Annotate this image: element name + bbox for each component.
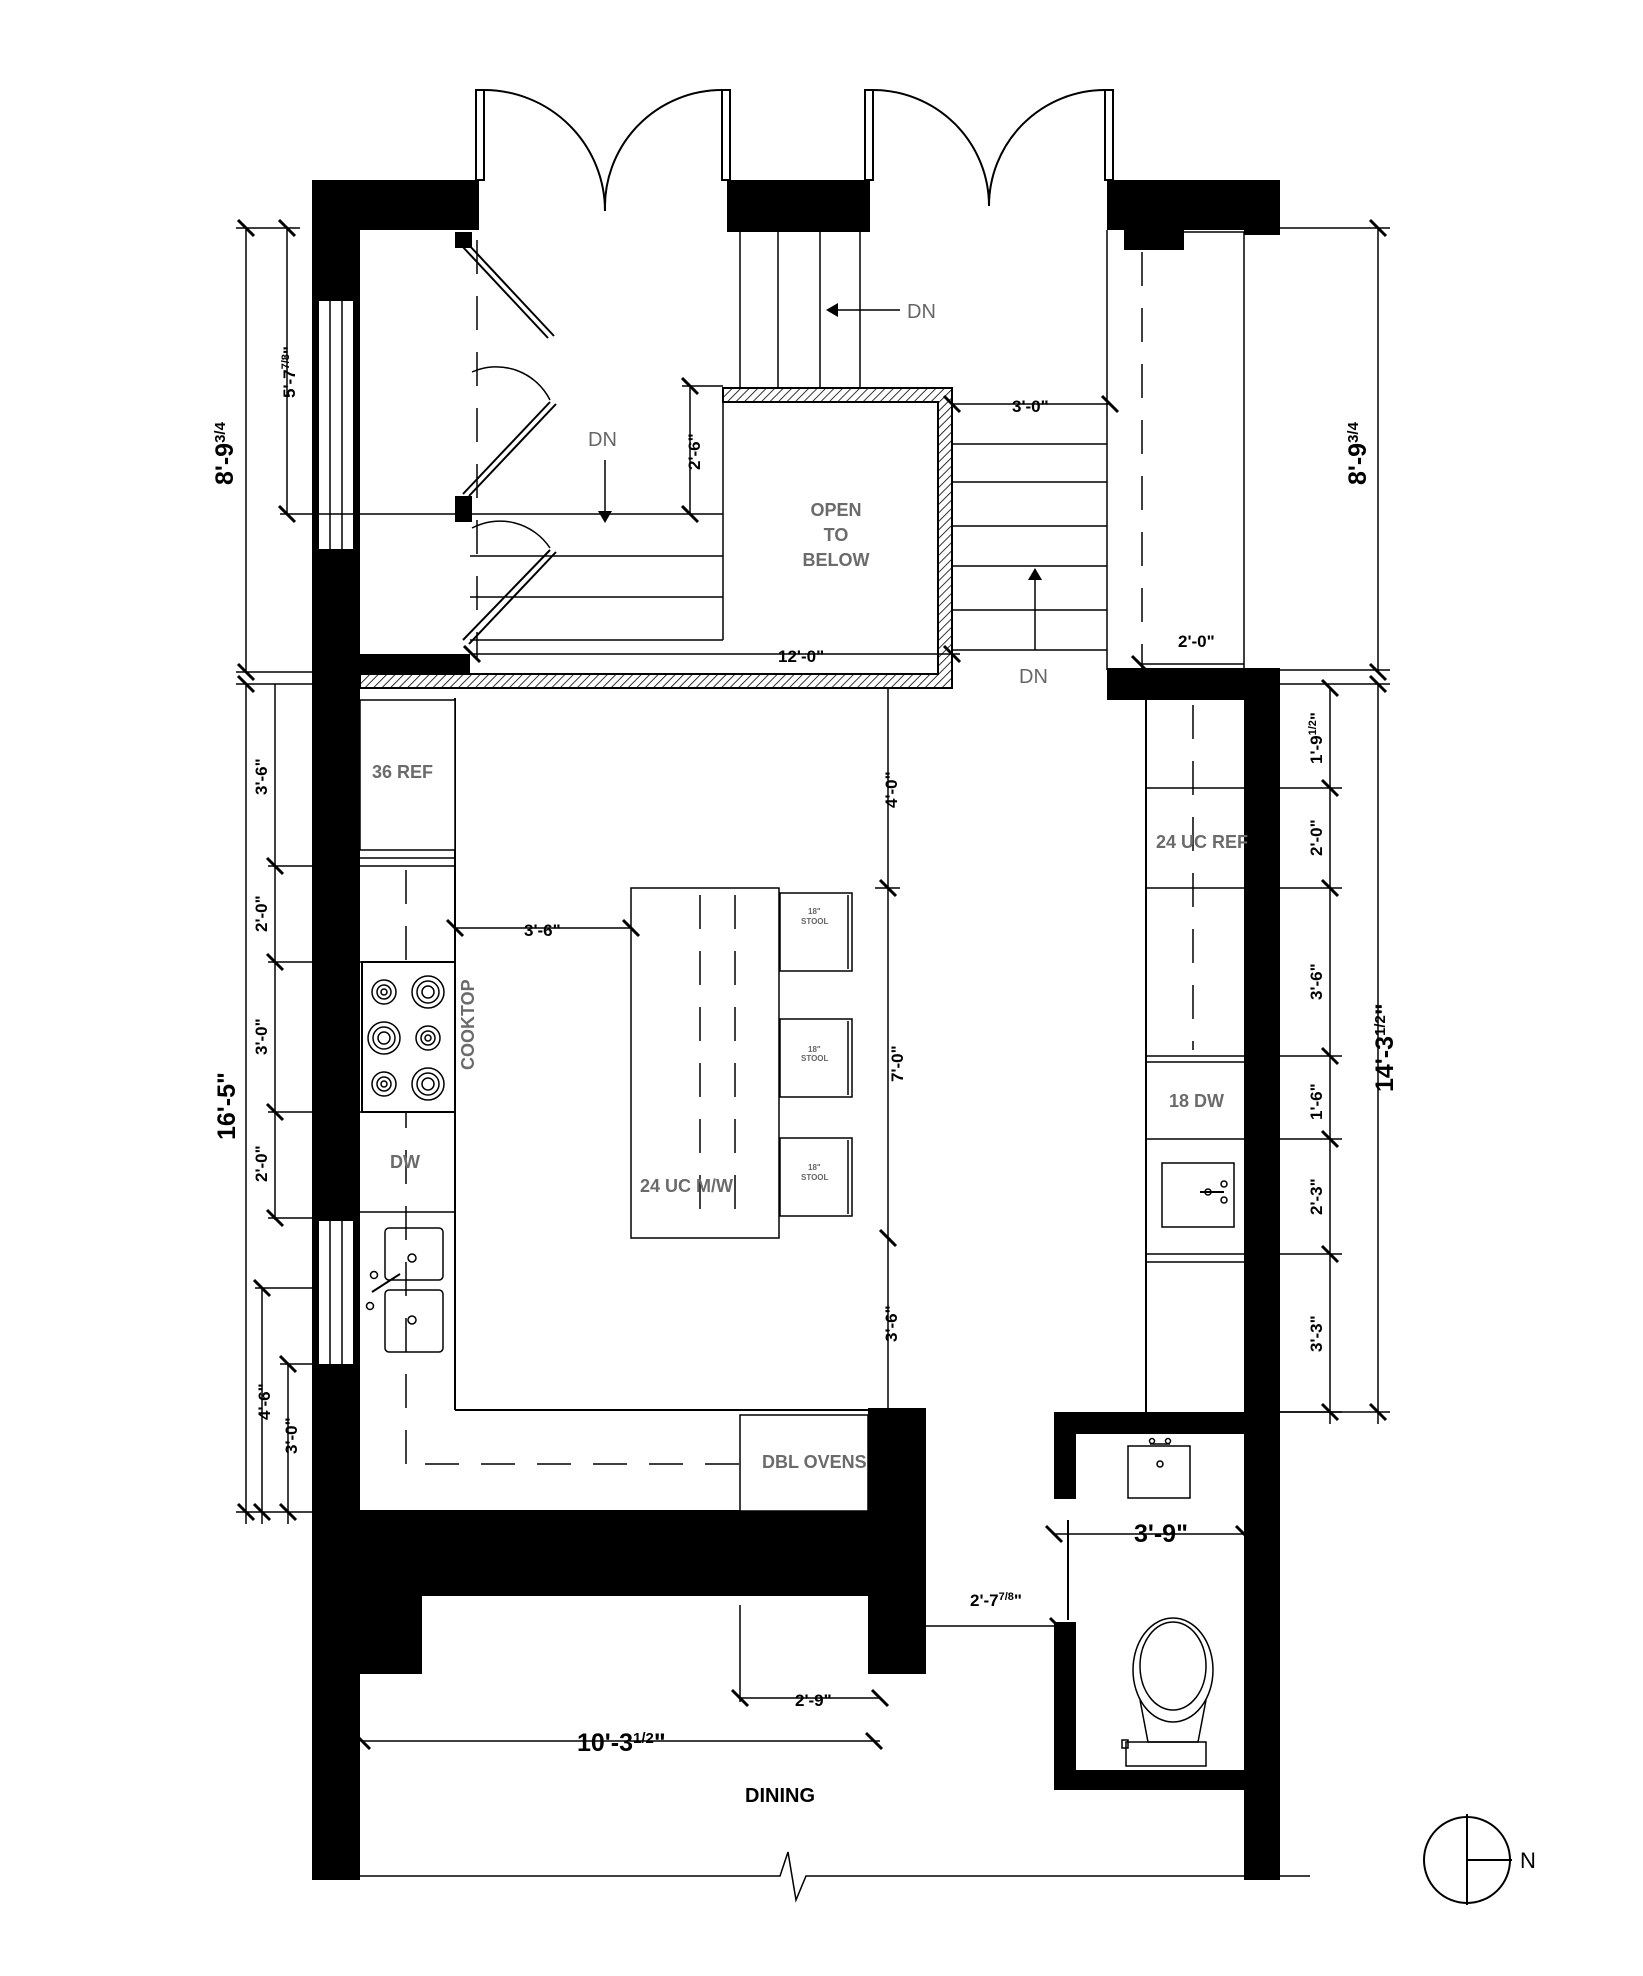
fridge-36 [359,699,456,851]
cooktop-label: COOKTOP [458,979,478,1070]
svg-text:3'-0": 3'-0" [1012,397,1049,416]
stair-post-top [455,232,472,248]
svg-text:STOOL: STOOL [801,1054,829,1063]
break-line [312,1851,1310,1903]
stair-east-wall-stub [1107,668,1280,700]
svg-text:8'-93/4: 8'-93/4 [211,421,239,485]
svg-text:2'-3": 2'-3" [1307,1178,1326,1215]
stair-post [455,496,472,522]
powder-room-north-wall [1054,1412,1280,1434]
svg-text:12'-0": 12'-0" [778,647,824,666]
dw-left-label: DW [390,1152,420,1172]
svg-text:14'-31/2": 14'-31/2" [1371,1003,1399,1092]
svg-text:10'-31/2": 10'-31/2" [577,1729,666,1757]
svg-text:STOOL: STOOL [801,1173,829,1182]
svg-text:1'-6": 1'-6" [1307,1083,1326,1120]
svg-text:3'-6": 3'-6" [1307,963,1326,1000]
stair-west-wall-stub [360,654,470,674]
svg-text:18": 18" [808,907,821,916]
svg-text:8'-93/4: 8'-93/4 [1344,421,1372,485]
svg-text:4'-6": 4'-6" [255,1383,274,1420]
open-label-1: OPEN [810,500,861,520]
stools: 18" STOOL 18" STOOL 18" STOOL [779,892,853,1217]
north-label: N [1520,1848,1536,1873]
svg-text:4'-0": 4'-0" [882,771,901,808]
powder-room-south-wall [1054,1770,1280,1790]
svg-text:2'-77/8": 2'-77/8" [970,1591,1022,1610]
svg-text:STOOL: STOOL [801,917,829,926]
french-doors [475,89,1114,212]
svg-text:2'-0": 2'-0" [1178,632,1215,651]
dn-label-right: DN [1019,666,1048,688]
stairs: DN DN OPEN TO BELOW DN [359,230,1245,689]
kitchen-island [630,887,780,1239]
east-exterior-wall [1244,683,1280,1880]
double-ovens [739,1414,869,1512]
kitchen-south-wall [312,1510,926,1596]
svg-text:3'-6": 3'-6" [524,921,561,940]
svg-text:2'-0": 2'-0" [1307,819,1326,856]
svg-text:3'-3": 3'-3" [1307,1315,1326,1352]
north-wall-center [727,180,870,232]
northeast-wall [1244,180,1280,235]
window-west-lower [317,1219,355,1366]
dw-18-label: 18 DW [1169,1091,1224,1111]
dining-label: DINING [745,1785,815,1807]
prep-sink [1161,1162,1235,1228]
pier-left [360,1596,422,1674]
open-label-2: TO [824,525,849,545]
svg-text:3'-9": 3'-9" [1134,1520,1188,1548]
svg-text:7'-0": 7'-0" [888,1045,907,1082]
svg-text:2'-6": 2'-6" [685,433,704,470]
svg-text:2'-9": 2'-9" [795,1691,832,1710]
svg-text:3'-0": 3'-0" [282,1417,301,1454]
svg-text:3'-6": 3'-6" [882,1305,901,1342]
kitchen: 36 REF COOKTOP DW DBL OVENS [359,698,1248,1512]
svg-text:18": 18" [808,1163,821,1172]
svg-text:16'-5": 16'-5" [213,1072,241,1140]
open-label-3: BELOW [803,550,870,570]
dn-label-left: DN [588,429,617,451]
uc-mw-label: 24 UC M/W [640,1176,733,1196]
north-wall-left [312,180,479,230]
powder-room-west-wall-lower [1054,1622,1076,1790]
svg-text:2'-0": 2'-0" [252,895,271,932]
ref-36-label: 36 REF [372,762,433,782]
svg-text:2'-0": 2'-0" [252,1145,271,1182]
window-west-upper [317,299,355,551]
burners [367,975,445,1101]
walls [312,180,1280,1880]
dbl-ovens-label: DBL OVENS [762,1452,867,1472]
svg-text:1'-91/2": 1'-91/2" [1307,712,1326,764]
svg-text:3'-0": 3'-0" [252,1018,271,1055]
dimensions: 8'-93/4 5'-77/8" 2'-6" 3'-0" 12'-0" 2'-0… [211,218,1399,1757]
open-to-below-railing [359,387,953,689]
wall-above-pier [870,1408,926,1513]
cooktop [361,961,456,1113]
double-sink [365,1227,444,1353]
svg-text:5'-77/8": 5'-77/8" [280,346,299,398]
powder-room [1067,1437,1214,1767]
vanity-sink [1127,1437,1191,1499]
dn-label-top: DN [907,301,936,323]
toilet [1121,1617,1214,1767]
svg-text:3'-6": 3'-6" [252,758,271,795]
svg-text:18": 18" [808,1045,821,1054]
north-arrow: N [1423,1814,1536,1905]
uc-ref-label: 24 UC REF [1156,832,1248,852]
